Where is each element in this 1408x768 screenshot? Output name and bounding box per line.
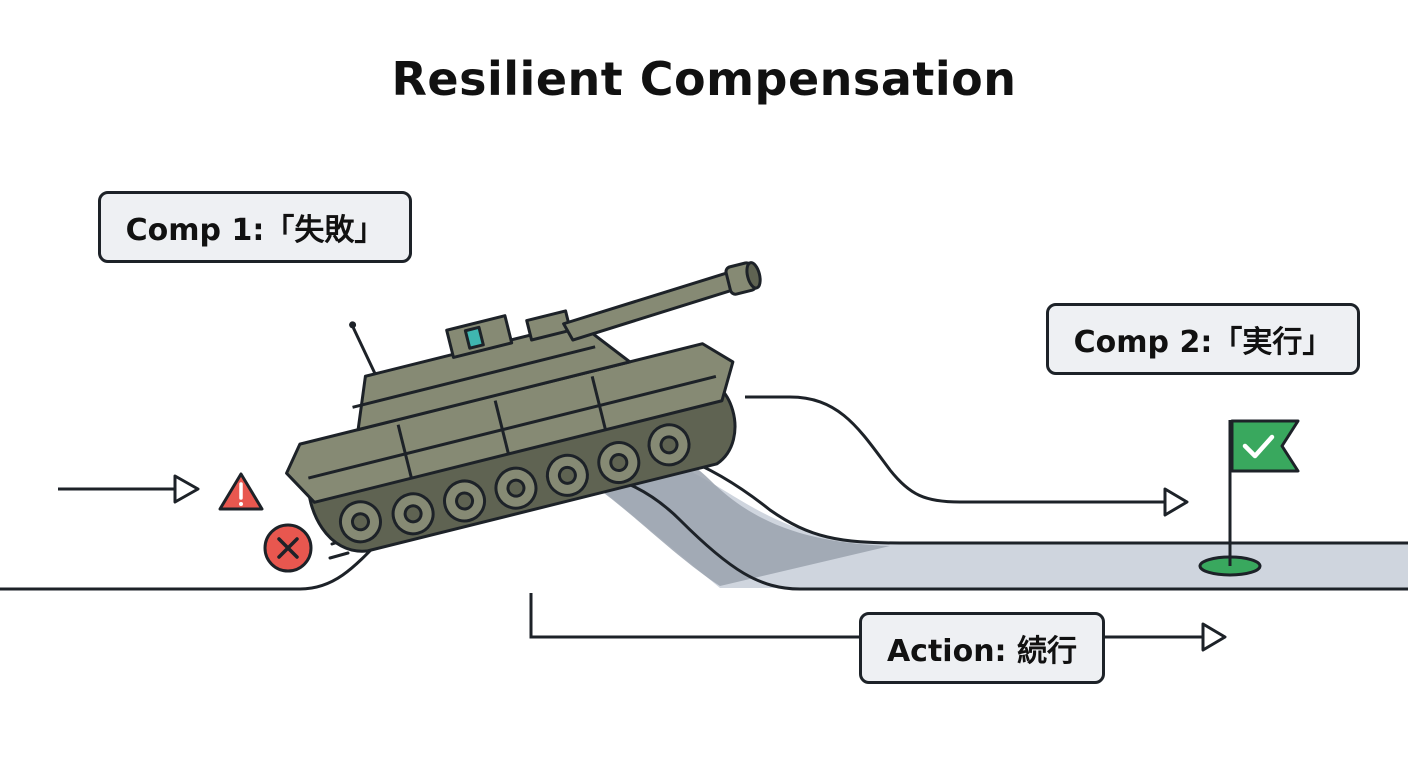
comp1-label-box: Comp 1:「失敗」 [98,191,412,263]
page-title: Resilient Compensation [391,52,1017,106]
action-label-box: Action: 続行 [859,612,1105,684]
action-label: Action: 続行 [886,634,1078,669]
comp2-label: Comp 2:「実行」 [1073,325,1333,360]
warning-triangle-icon [218,472,264,511]
tank-illustration [285,261,762,553]
goal-flag-check-icon [1198,419,1300,577]
incoming-arrow [58,474,200,504]
bypass-arrow [745,395,1189,517]
comp1-label: Comp 1:「失敗」 [125,213,385,248]
continue-arrow [529,593,1227,652]
comp2-label-box: Comp 2:「実行」 [1046,303,1360,375]
